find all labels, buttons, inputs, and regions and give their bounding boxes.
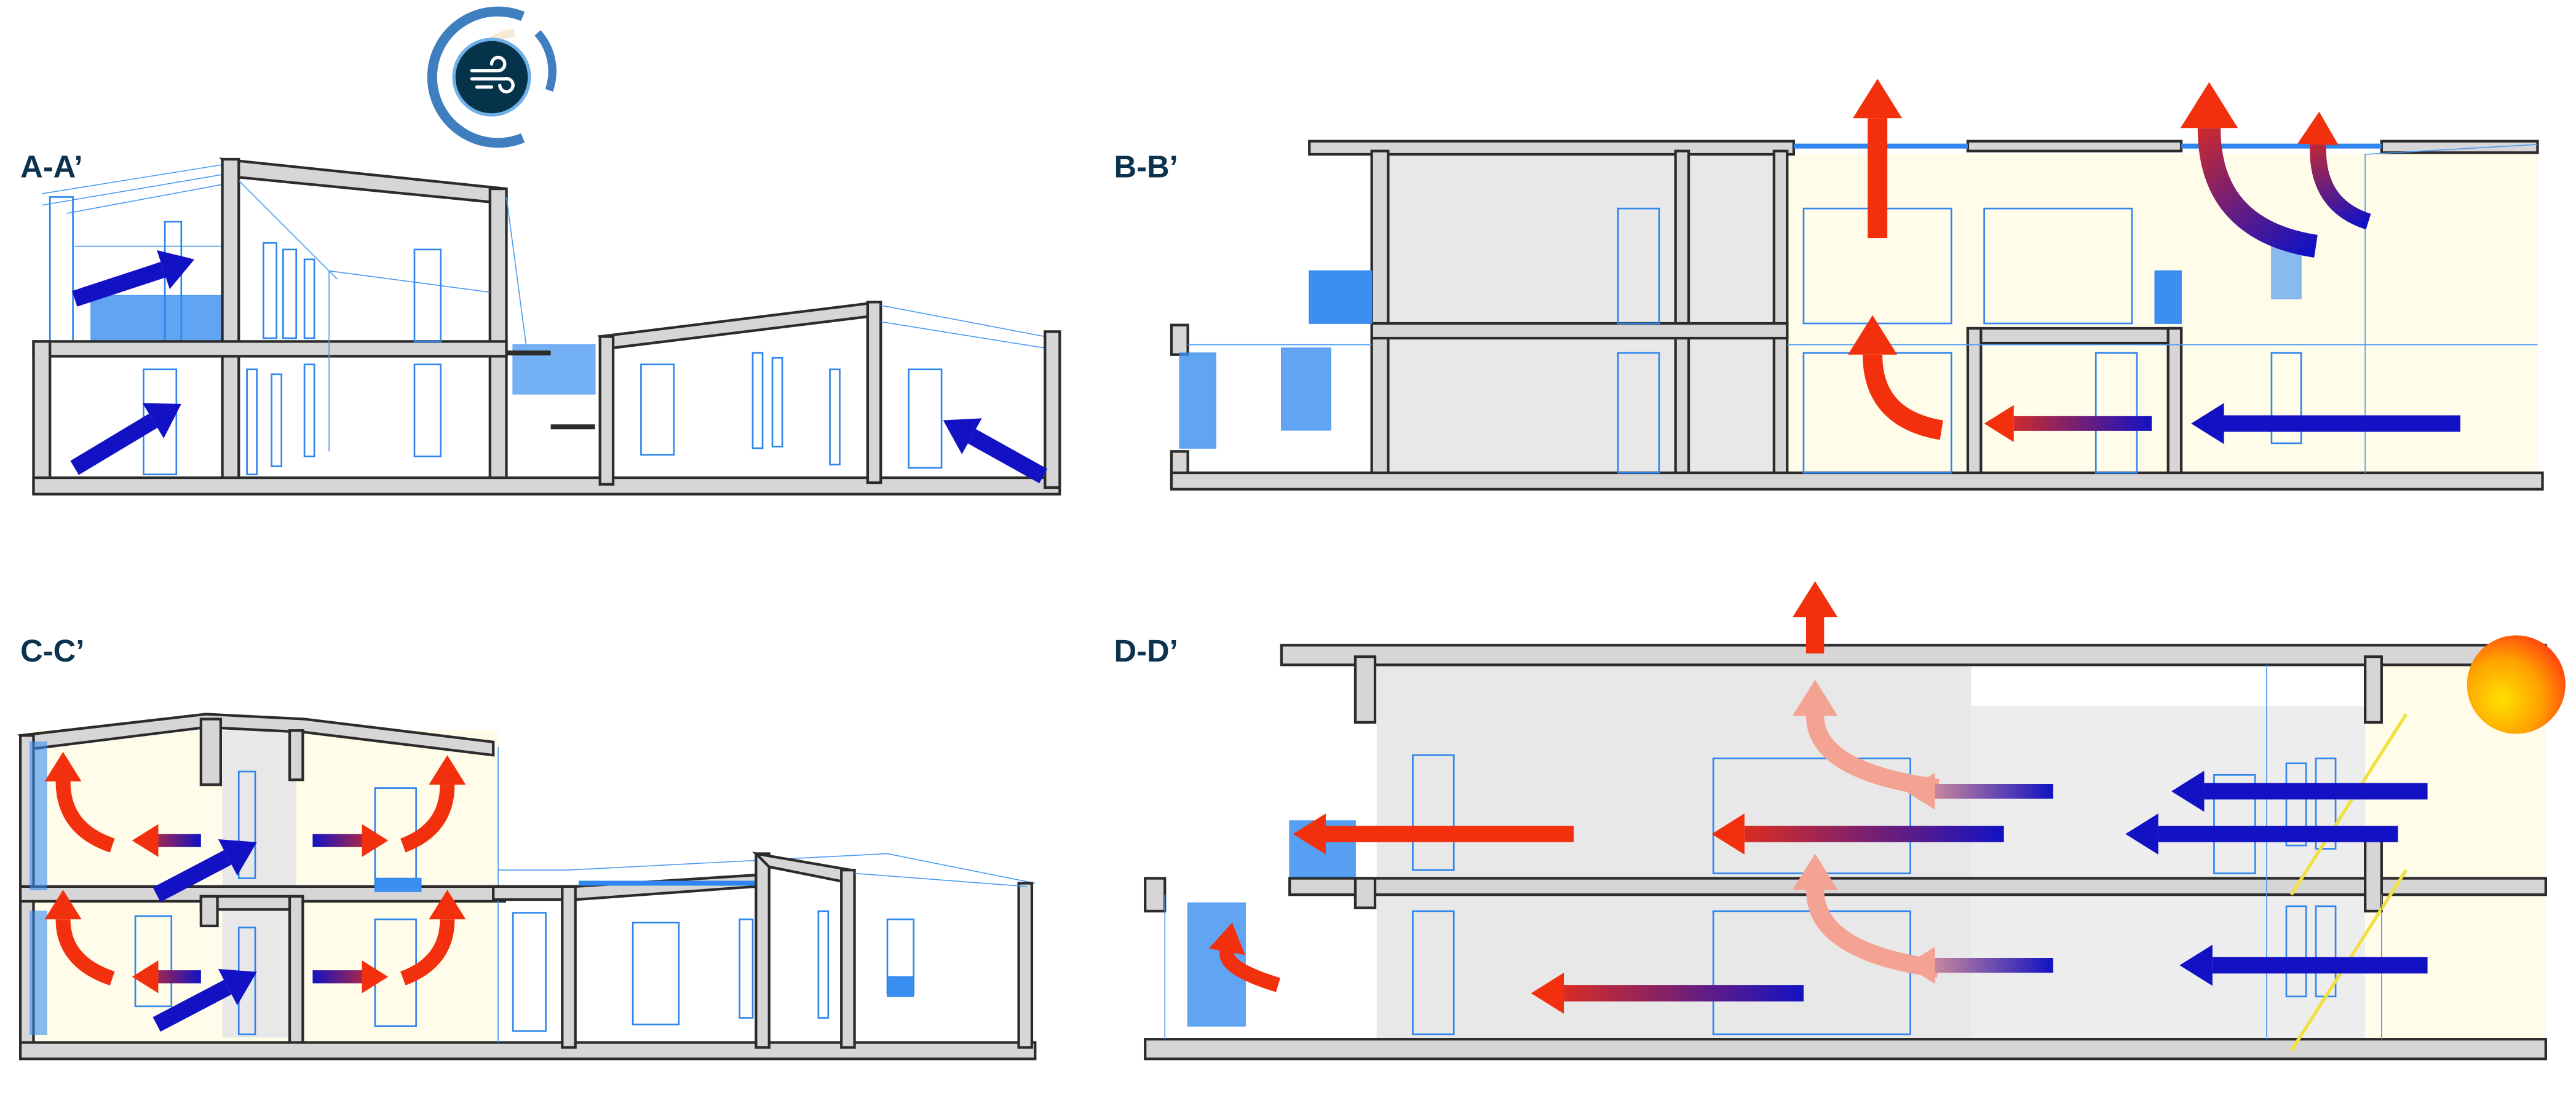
arrow-shaft xyxy=(55,781,115,853)
section-c-drawing xyxy=(17,713,1037,1061)
arrow-head xyxy=(1792,679,1838,716)
arrow-head xyxy=(142,403,181,438)
arrow-head xyxy=(44,890,82,920)
arrow-head xyxy=(157,250,195,290)
airflow-arrow-d xyxy=(1531,973,1804,1014)
arrow-head xyxy=(362,824,389,857)
airflow-arrow-b xyxy=(2191,403,2460,445)
airflow-arrow-c xyxy=(400,890,466,986)
arrow-head xyxy=(132,960,159,994)
arrow-head xyxy=(2171,770,2205,812)
arrow-shaft xyxy=(2310,144,2371,230)
arrow-shaft xyxy=(2197,128,2318,258)
section-label-c: C-C’ xyxy=(20,633,84,668)
arrow-shaft xyxy=(72,261,166,307)
arrow-head xyxy=(1984,405,2014,442)
arrow-head xyxy=(1848,315,1898,355)
airflow-arrow-d xyxy=(2179,944,2428,986)
arrow-head xyxy=(1531,973,1564,1014)
airflow-arrow-c xyxy=(153,968,257,1032)
arrow-head xyxy=(362,960,389,994)
arrow-shaft xyxy=(1863,354,1944,440)
arrow-head xyxy=(1711,813,1745,855)
airflow-arrow-c xyxy=(132,824,201,857)
arrow-shaft xyxy=(70,413,157,475)
arrow-head xyxy=(1208,922,1245,955)
arrow-head xyxy=(132,824,159,857)
arrow-shaft xyxy=(400,919,455,986)
airflow-arrow-b xyxy=(1853,79,1903,239)
arrow-head xyxy=(218,839,257,876)
airflow-arrow-c xyxy=(312,960,389,994)
arrow-head xyxy=(2297,111,2339,146)
airflow-arrow-d xyxy=(1711,813,2004,855)
airflow-arrow-d xyxy=(1208,922,1280,992)
airflow-arrow-d xyxy=(2125,813,2398,855)
airflow-arrow-d xyxy=(1792,581,1838,654)
arrow-head xyxy=(1905,947,1935,984)
arrow-shaft xyxy=(55,919,115,986)
arrow-shaft xyxy=(967,429,1048,484)
airflow-arrow-d xyxy=(1293,813,1574,855)
arrow-head xyxy=(1853,79,1903,119)
arrow-shaft xyxy=(1805,715,1940,797)
airflow-arrow-c xyxy=(44,890,115,986)
wind-icon xyxy=(427,6,557,148)
airflow-arrow-c xyxy=(312,824,389,857)
arrow-head xyxy=(1792,853,1838,890)
arrow-head xyxy=(218,968,257,1006)
arrow-head xyxy=(2180,82,2238,128)
arrow-head xyxy=(2125,813,2158,855)
airflow-arrows xyxy=(44,79,2460,1032)
airflow-arrow-b xyxy=(2180,82,2318,258)
section-label-d: D-D’ xyxy=(1114,633,1178,668)
airflow-arrow-a xyxy=(70,403,181,475)
section-label-b: B-B’ xyxy=(1114,149,1178,184)
airflow-arrow-a xyxy=(943,418,1048,484)
airflow-arrow-b xyxy=(1984,405,2152,442)
sun-icon xyxy=(2467,635,2566,734)
airflow-arrow-c xyxy=(153,839,257,903)
arrow-head xyxy=(2191,403,2224,445)
airflow-arrow-c xyxy=(44,751,115,853)
arrow-head xyxy=(1792,581,1838,617)
airflow-arrow-d xyxy=(2171,770,2428,812)
airflow-arrow-c xyxy=(400,755,466,853)
arrow-shaft xyxy=(1219,950,1280,992)
arrow-head xyxy=(44,751,82,781)
airflow-arrow-b xyxy=(1848,315,1944,440)
arrow-head xyxy=(943,418,982,454)
airflow-arrow-d xyxy=(1905,947,2053,984)
arrow-head xyxy=(2179,944,2213,986)
airflow-arrow-a xyxy=(72,250,195,307)
section-d-drawing xyxy=(1144,644,2547,1061)
arrow-head xyxy=(1905,772,1935,810)
arrow-head xyxy=(429,755,466,785)
section-a-drawing xyxy=(32,157,1061,496)
arrow-head xyxy=(429,890,466,920)
section-label-a: A-A’ xyxy=(20,149,82,184)
airflow-arrow-b xyxy=(2297,111,2371,230)
airflow-arrow-d xyxy=(1792,679,1940,797)
arrow-shaft xyxy=(153,850,232,903)
arrow-shaft xyxy=(153,979,232,1032)
airflow-arrow-d xyxy=(1905,772,2053,810)
airflow-arrow-c xyxy=(132,960,201,994)
arrow-head xyxy=(1293,813,1326,855)
arrow-shaft xyxy=(400,784,455,853)
